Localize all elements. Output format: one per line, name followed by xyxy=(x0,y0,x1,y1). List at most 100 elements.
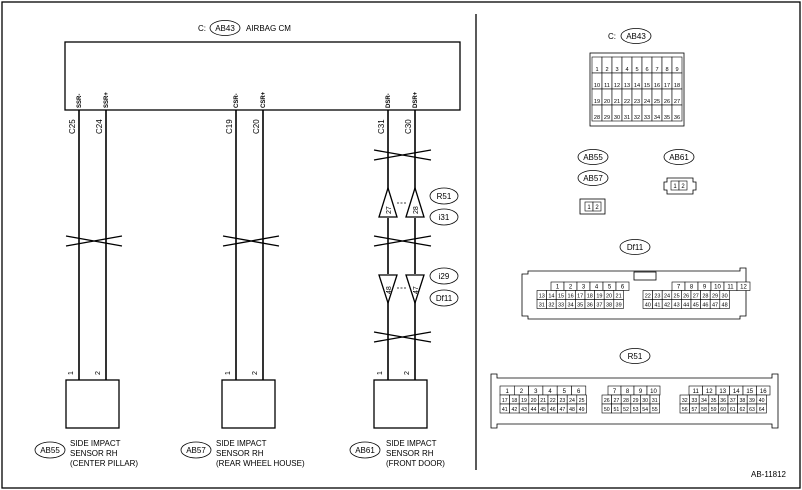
pin-number: 32 xyxy=(548,303,554,309)
ab55-label: AB55 xyxy=(583,153,603,162)
pin-number: 1 xyxy=(505,389,509,395)
twist-mark xyxy=(373,235,432,247)
pin-number: 10 xyxy=(650,389,657,395)
pin-number: 7 xyxy=(655,67,658,73)
pin-number: 43 xyxy=(521,407,527,413)
twist-mark xyxy=(373,331,432,343)
pin-number: 30 xyxy=(614,115,620,121)
pin-number: 33 xyxy=(558,303,564,309)
pin-number: 27 xyxy=(614,398,620,404)
pin-number: 4 xyxy=(595,285,599,291)
connector-tag: i31 xyxy=(439,213,450,222)
sensor-pin: 1 xyxy=(68,371,75,375)
ab55-oval xyxy=(577,149,609,165)
sensor-box-center-pillar xyxy=(65,379,120,429)
pin-number: 63 xyxy=(749,407,755,413)
ab61-label: AB61 xyxy=(669,153,689,162)
pin-number: 52 xyxy=(623,407,629,413)
r51-housing xyxy=(490,373,779,429)
pin-number: 3 xyxy=(534,389,538,395)
pin-number: 35 xyxy=(577,303,583,309)
pin-number: 2 xyxy=(605,67,608,73)
pin-number: 32 xyxy=(634,115,640,121)
pin-number: 13 xyxy=(719,389,726,395)
cm-prefix: C: xyxy=(198,24,206,33)
pin-cell xyxy=(719,299,730,309)
pin-cell xyxy=(678,180,688,191)
pin-number: 28 xyxy=(594,115,600,121)
sensor-connector: AB57 xyxy=(186,446,206,455)
pin-number: 19 xyxy=(596,294,602,300)
pin-cell xyxy=(576,403,587,414)
pin-number: 14 xyxy=(634,83,640,89)
pin-number: 6 xyxy=(577,389,581,395)
pin-cell xyxy=(756,403,767,414)
pin-number: 51 xyxy=(614,407,620,413)
pin-number: 57 xyxy=(692,407,698,413)
pin-number: 1 xyxy=(595,67,598,73)
pin-number: 1 xyxy=(587,205,591,211)
connector-tag: i29 xyxy=(439,272,450,281)
pin-label: C25 xyxy=(68,119,77,134)
pin-number: 61 xyxy=(730,407,736,413)
pin-number: 16 xyxy=(654,83,660,89)
sensor-pin: 2 xyxy=(404,371,411,375)
pin-label: C24 xyxy=(95,119,104,134)
pin-number: 20 xyxy=(604,99,610,105)
pin-number: 39 xyxy=(749,398,755,404)
terminal-label: DSR- xyxy=(386,93,392,108)
pin-number: 37 xyxy=(730,398,736,404)
sensor-connector-oval xyxy=(349,441,381,459)
pin-number: 31 xyxy=(539,303,545,309)
pin-number: 21 xyxy=(614,99,620,105)
pin-number: 42 xyxy=(664,303,670,309)
pin-number: 11 xyxy=(727,285,734,291)
sensor-line2: SENSOR RH xyxy=(216,449,264,458)
pin-number: 28 xyxy=(702,294,708,300)
pin-number: 25 xyxy=(654,99,660,105)
pin-number: 27 xyxy=(693,294,699,300)
pin-number: 55 xyxy=(652,407,658,413)
pin-number: 34 xyxy=(654,115,660,121)
sensor-pin: 1 xyxy=(225,371,232,375)
pin-cell xyxy=(736,281,751,291)
pin-number: 35 xyxy=(664,115,670,121)
sensor-label-2: AB57 SIDE IMPACT SENSOR RH (REAR WHEEL H… xyxy=(180,439,305,468)
pin-number: 5 xyxy=(563,389,567,395)
pin-number: 12 xyxy=(740,285,747,291)
pin-number: 31 xyxy=(652,398,658,404)
pin-number: 8 xyxy=(690,285,694,291)
sensor-line3: (FRONT DOOR) xyxy=(386,459,445,468)
df11-oval xyxy=(619,239,651,255)
pin-number: 23 xyxy=(654,294,660,300)
terminal-label: DSR+ xyxy=(413,91,419,108)
sensor-pin-numbers: 1 2 1 2 1 2 xyxy=(68,371,411,375)
sensor-pin: 2 xyxy=(252,371,259,375)
pin-number: 5 xyxy=(635,67,638,73)
pin-number: 29 xyxy=(604,115,610,121)
pin-number: 36 xyxy=(674,115,680,121)
pin-number: 18 xyxy=(587,294,593,300)
pin-number: 34 xyxy=(701,398,707,404)
pin-number: 22 xyxy=(550,398,556,404)
pin-number: 41 xyxy=(654,303,660,309)
pin-number: 43 xyxy=(674,303,680,309)
pin-number: 1 xyxy=(673,184,677,190)
pin-number: 48 xyxy=(722,303,728,309)
pin-number: 23 xyxy=(560,398,566,404)
sensor-line1: SIDE IMPACT xyxy=(70,439,121,448)
pin-number: 47 xyxy=(712,303,718,309)
pin-number: 3 xyxy=(582,285,586,291)
pin-number: 56 xyxy=(682,407,688,413)
sensor-label-1: AB55 SIDE IMPACT SENSOR RH (CENTER PILLA… xyxy=(34,439,138,468)
sensor-line2: SENSOR RH xyxy=(70,449,118,458)
pin-number: 38 xyxy=(606,303,612,309)
pin-number: 1 xyxy=(556,285,560,291)
ab55-housing xyxy=(579,198,606,215)
pin-number: 46 xyxy=(702,303,708,309)
ab43-oval xyxy=(620,28,652,44)
pin-number: 2 xyxy=(681,184,685,190)
pin-number: 40 xyxy=(759,398,765,404)
